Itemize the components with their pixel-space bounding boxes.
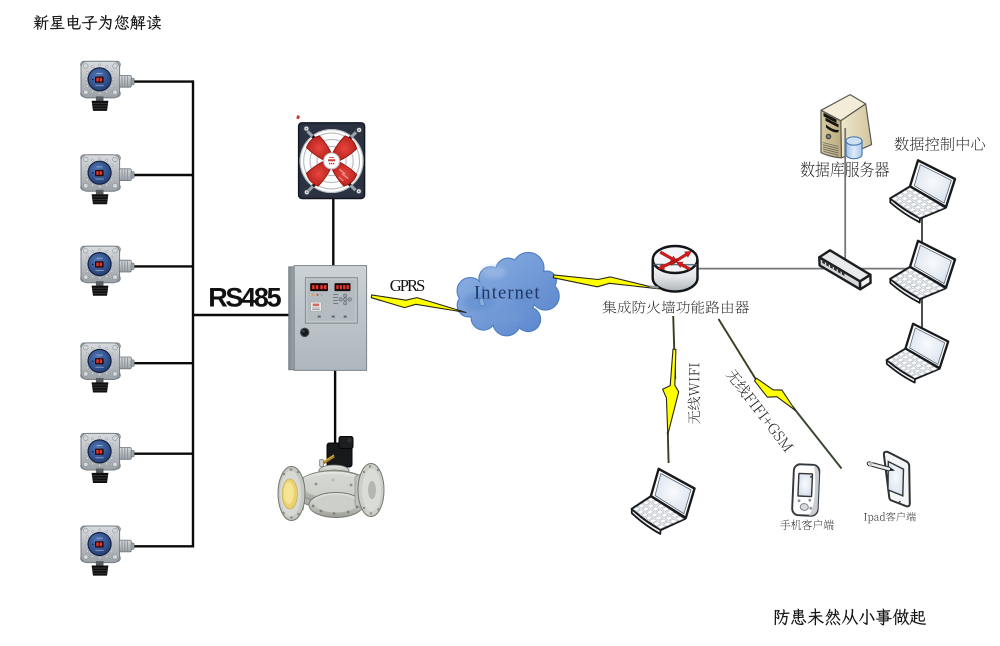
svg-text:GPRS: GPRS bbox=[390, 276, 426, 295]
svg-text:RS485: RS485 bbox=[208, 283, 282, 313]
svg-text:Internet: Internet bbox=[474, 284, 540, 304]
